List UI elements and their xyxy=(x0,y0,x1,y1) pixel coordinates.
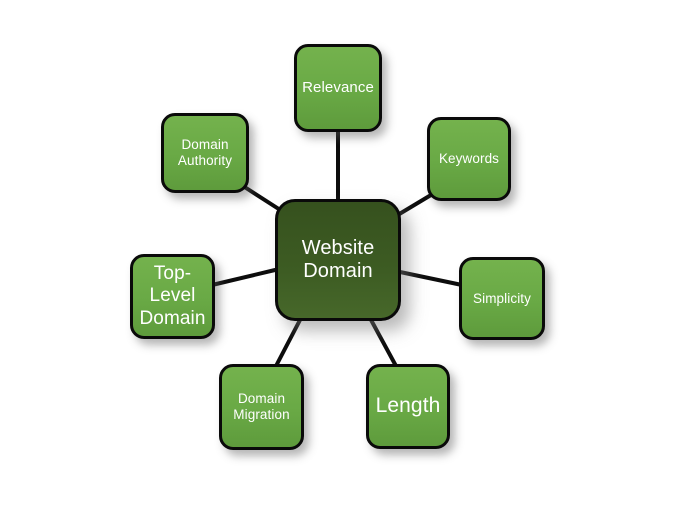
connector-length xyxy=(368,316,398,368)
node-website-domain[interactable]: Website Domain xyxy=(275,199,401,321)
connector-keywords xyxy=(394,193,433,218)
node-simplicity[interactable]: Simplicity xyxy=(459,257,545,340)
node-length[interactable]: Length xyxy=(366,364,450,449)
connector-domain-migration xyxy=(274,318,302,368)
node-domain-migration[interactable]: Domain Migration xyxy=(219,364,304,450)
connector-top-level-domain xyxy=(210,268,277,287)
node-relevance[interactable]: Relevance xyxy=(294,44,382,132)
node-keywords[interactable]: Keywords xyxy=(427,117,511,201)
connector-simplicity xyxy=(398,270,464,287)
node-domain-authority[interactable]: Domain Authority xyxy=(161,113,249,193)
node-top-level-domain[interactable]: Top- Level Domain xyxy=(130,254,215,339)
